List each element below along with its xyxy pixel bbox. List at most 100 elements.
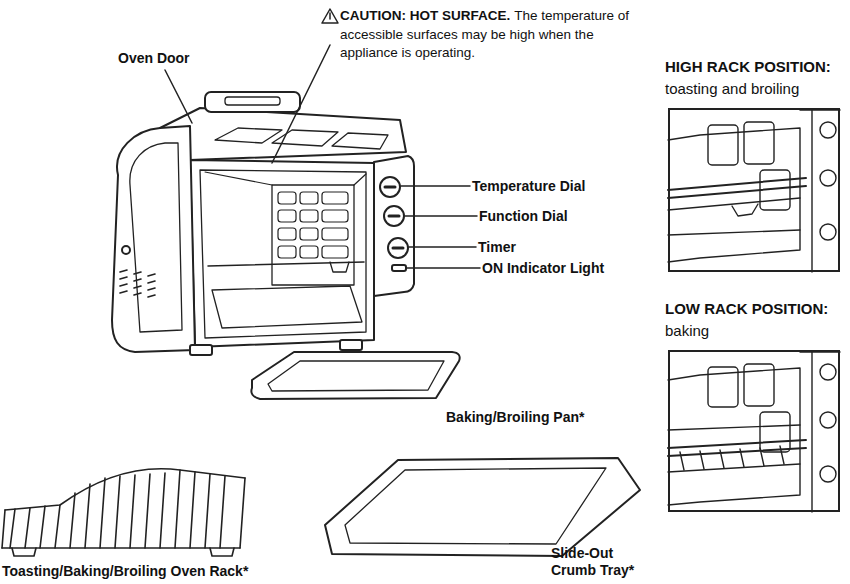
oven-body <box>148 295 155 297</box>
inset-illustration <box>668 352 840 512</box>
oven-body <box>393 247 403 250</box>
warning-symbol <box>329 13 331 19</box>
inset-illustration <box>732 204 758 216</box>
oven-body <box>190 160 374 347</box>
leader-line <box>165 70 192 123</box>
inset-illustration <box>820 412 836 428</box>
inset-illustration <box>820 224 836 240</box>
part-label: Function Dial <box>479 208 568 225</box>
oven-body <box>134 293 141 295</box>
oven-body <box>340 340 362 350</box>
leader-line <box>272 45 330 163</box>
oven-body <box>278 210 296 222</box>
part-label: ON Indicator Light <box>482 260 604 277</box>
warning-symbol <box>322 9 338 23</box>
oven-body <box>300 228 318 240</box>
inset-illustration <box>820 364 836 380</box>
oven-body <box>190 345 212 355</box>
inset-illustration <box>668 186 806 198</box>
oven-body <box>148 281 155 283</box>
oven-body <box>322 228 348 240</box>
oven-body <box>200 170 366 338</box>
oven-body <box>215 128 282 143</box>
inset-illustration <box>760 412 790 452</box>
oven-body <box>300 246 318 258</box>
oven-body <box>120 270 155 297</box>
oven-body <box>322 210 348 222</box>
oven-body <box>134 286 141 288</box>
leader-line <box>401 185 470 187</box>
rack-position-title: LOW RACK POSITION: <box>665 298 850 320</box>
oven-body <box>385 186 395 189</box>
part-label: Oven Door <box>118 50 190 67</box>
part-label: Timer <box>478 239 516 256</box>
baking-pan <box>268 361 444 391</box>
caution-note-block: CAUTION: HOT SURFACE.The temperature of … <box>340 7 630 63</box>
oven-body <box>278 192 348 258</box>
oven-body <box>380 177 400 197</box>
inset-illustration <box>668 440 806 448</box>
oven-body <box>205 92 300 112</box>
crumb-tray <box>325 458 640 556</box>
crumb-tray <box>325 458 640 556</box>
oven-body <box>374 156 414 296</box>
oven-body <box>389 215 399 218</box>
oven-body <box>120 277 127 279</box>
oven-rack <box>12 548 234 556</box>
inset-heading: LOW RACK POSITION:baking <box>665 298 850 342</box>
oven-body <box>278 228 296 240</box>
inset-illustration <box>668 464 800 472</box>
oven-body <box>322 246 348 258</box>
inset-illustration <box>744 122 774 164</box>
inset-frame: LOW RACK POSITION:baking <box>668 350 840 512</box>
leader-line <box>405 215 477 217</box>
oven-body <box>392 265 406 271</box>
inset-illustration <box>668 368 800 505</box>
oven-body <box>122 246 130 254</box>
oven-body <box>278 192 296 204</box>
inset-illustration <box>668 110 840 272</box>
part-label: Slide-Out Crumb Tray* <box>551 545 651 579</box>
warning-symbol <box>322 9 338 23</box>
oven-body <box>134 279 141 281</box>
oven-body <box>300 192 318 204</box>
leader-line <box>407 267 480 269</box>
oven-body <box>112 92 414 355</box>
oven-body <box>134 272 141 274</box>
oven-body <box>384 206 404 226</box>
oven-body <box>148 274 155 276</box>
oven-body <box>120 284 127 286</box>
inset-illustration <box>744 364 774 406</box>
inset-illustration <box>800 352 840 512</box>
inset-illustration <box>708 367 738 407</box>
leader-line <box>165 45 480 268</box>
inset-heading: HIGH RACK POSITION:toasting and broiling <box>665 56 850 100</box>
inset-illustration <box>668 448 806 456</box>
leader-line <box>409 246 476 248</box>
oven-body <box>120 291 127 293</box>
oven-body <box>205 172 272 185</box>
oven-body <box>208 262 364 266</box>
baking-pan <box>251 352 459 399</box>
oven-body <box>120 270 127 272</box>
crumb-tray <box>345 468 606 544</box>
oven-body <box>332 133 388 149</box>
rack-position-use: toasting and broiling <box>665 78 850 100</box>
inset-illustration <box>708 125 738 165</box>
oven-body <box>322 192 348 204</box>
oven-rack <box>10 470 225 548</box>
oven-rack <box>2 469 245 556</box>
rack-position-use: baking <box>665 320 850 342</box>
inset-illustration <box>668 230 800 235</box>
inset-illustration <box>820 466 836 482</box>
oven-body <box>160 108 406 160</box>
inset-frame: HIGH RACK POSITION:toasting and broiling <box>668 108 840 272</box>
part-label: Temperature Dial <box>472 178 585 195</box>
oven-body <box>388 238 408 258</box>
oven-body <box>278 246 296 258</box>
part-label: Toasting/Baking/Broiling Oven Rack* <box>2 563 248 580</box>
oven-body <box>330 262 349 272</box>
part-label: Baking/Broiling Pan* <box>446 409 584 426</box>
oven-body <box>354 174 366 185</box>
